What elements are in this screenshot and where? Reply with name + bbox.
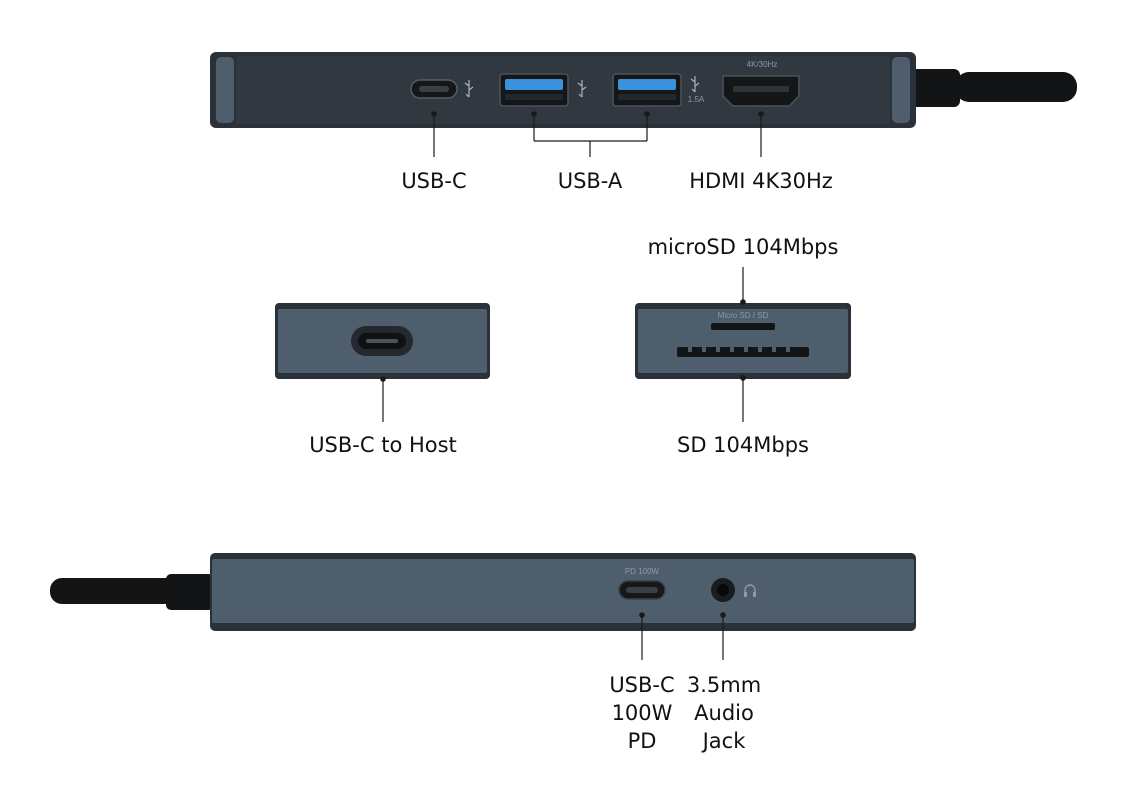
- label-microsd: microSD 104Mbps: [647, 235, 839, 259]
- hdmi-port: [722, 75, 800, 107]
- label-sd: SD 104Mbps: [677, 433, 809, 457]
- label-usb-c-pd: USB-C 100W PD: [597, 671, 687, 755]
- label-audio-line2: Audio: [694, 701, 754, 725]
- leader-line-host: [380, 376, 386, 422]
- usb-c-pd-port: [618, 580, 666, 600]
- label-usb-c: USB-C: [401, 169, 467, 193]
- usb-symbol-icon: [690, 76, 700, 93]
- usb-a-port-1: [499, 73, 569, 107]
- label-audio-line3: Jack: [702, 729, 746, 753]
- usb-c-port: [410, 79, 458, 99]
- usb-symbol-icon: [464, 80, 474, 98]
- hdmi-print: 4K/30Hz: [746, 60, 778, 69]
- leader-lines-card: [740, 267, 746, 422]
- label-hdmi: HDMI 4K30Hz: [689, 169, 833, 193]
- hub-body-bottom: [210, 553, 916, 631]
- slot-print: Micro SD / SD: [717, 311, 769, 320]
- label-audio-jack: 3.5mm Audio Jack: [678, 671, 770, 755]
- usb-symbol-icon: [577, 80, 587, 98]
- leader-lines-top: [431, 111, 764, 157]
- label-usb-c-host: USB-C to Host: [309, 433, 457, 457]
- hub-card-reader-end: [635, 303, 851, 379]
- cable-left: [50, 574, 214, 610]
- headphone-icon: [744, 584, 756, 597]
- label-usb-c-pd-line1: USB-C: [609, 673, 675, 697]
- pd-print: PD 100W: [624, 567, 660, 576]
- hub-left-end: [275, 303, 490, 379]
- label-usb-c-pd-line2: 100W: [611, 701, 673, 725]
- cable-right: [908, 69, 1077, 107]
- label-usb-c-pd-line3: PD: [627, 729, 657, 753]
- audio-jack-port: [711, 578, 735, 602]
- sd-slot-teeth: [688, 347, 790, 352]
- label-usb-a: USB-A: [557, 169, 623, 193]
- label-audio-line1: 3.5mm: [686, 673, 762, 697]
- usb-a-port-2: [612, 73, 682, 107]
- current-print: 1.5A: [687, 95, 705, 104]
- leader-lines-bottom: [639, 612, 726, 660]
